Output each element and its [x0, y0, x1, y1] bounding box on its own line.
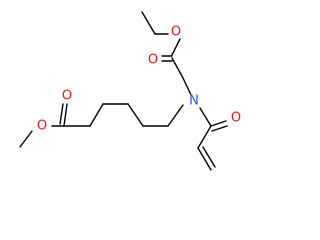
- atom-layer: O O N O O O: [37, 25, 241, 134]
- atom-amide-nitrogen: N: [189, 94, 199, 109]
- bond-o-carbonyl-carbon: [171, 38, 181, 56]
- bond-ch2-nitrogen: [182, 77, 192, 96]
- bond-carbonyl-double-left-b: [59, 103, 64, 125]
- atom-methyl-ester-oxygen: O: [37, 119, 47, 134]
- molecule-diagram: O O N O O O: [0, 0, 267, 182]
- atom-label-o-methyl-carbonyl: O: [62, 89, 72, 104]
- bond-nitrogen-chain: [167, 104, 184, 127]
- atom-label-o-ethyl-carbonyl: O: [148, 53, 158, 68]
- bond-carbonyl-ch2: [171, 57, 184, 79]
- bond-o-methyl: [19, 130, 33, 148]
- bond-ethyl-ch3-ch2: [141, 11, 156, 35]
- bond-vinyl-double-a: [197, 147, 212, 171]
- bond-vinyl-double-b: [202, 146, 216, 168]
- bond-acyl-double-a: [210, 120, 227, 127]
- bond-carbonyl-double-left-a: [63, 103, 68, 127]
- atom-label-o-methyl-ester: O: [37, 119, 47, 134]
- bond-acyl-double-b: [211, 125, 228, 132]
- atom-label-n-amide: N: [189, 94, 199, 109]
- bond-chain-2: [127, 103, 144, 127]
- atom-methyl-carbonyl-oxygen: O: [62, 89, 72, 104]
- atom-ethyl-ester-oxygen: O: [171, 25, 181, 40]
- canvas-background: [0, 0, 267, 182]
- bond-acyl-vinyl-ch: [197, 125, 212, 149]
- bond-layer: [19, 11, 228, 171]
- atom-acryl-carbonyl-oxygen: O: [231, 111, 241, 126]
- atom-label-o-ethyl-ester: O: [171, 25, 181, 40]
- bond-chain-4: [89, 103, 104, 127]
- bond-nitrogen-acyl-carbon: [199, 107, 212, 127]
- atom-label-o-acryl-carbonyl: O: [231, 111, 241, 126]
- atom-ethyl-carbonyl-oxygen: O: [148, 53, 158, 68]
